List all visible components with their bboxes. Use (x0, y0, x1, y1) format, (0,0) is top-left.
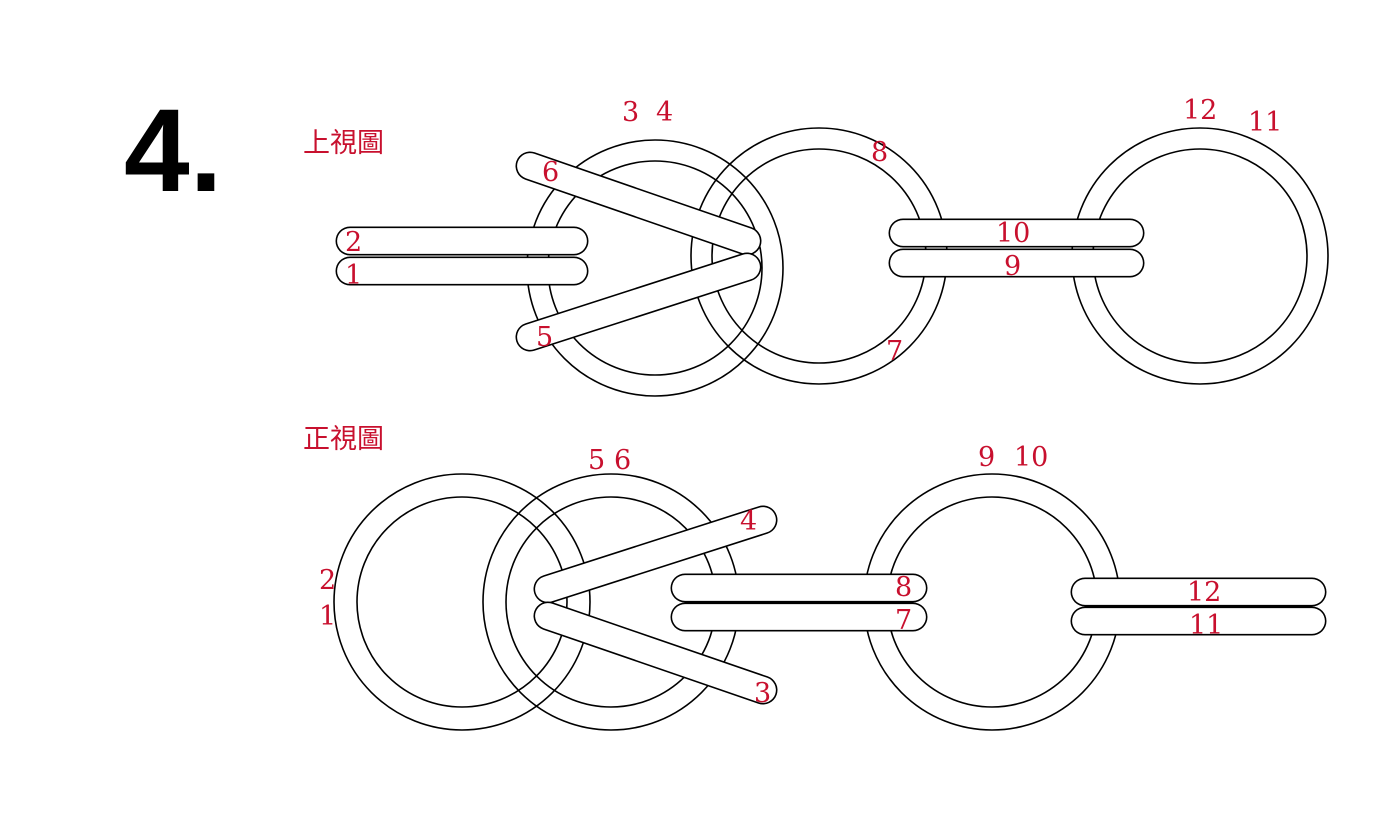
front-label-12: 12 (1187, 577, 1221, 608)
top-label-4: 4 (656, 97, 673, 128)
top-label-12: 12 (1183, 95, 1217, 126)
top-view-title: 上視圖 (303, 128, 384, 159)
top-bar-5 (515, 252, 762, 352)
front-bar-3-body (535, 603, 776, 703)
top-label-3: 3 (622, 97, 639, 128)
drawing-shapes (333, 127, 1329, 731)
front-label-6: 6 (614, 445, 631, 476)
top-label-9: 9 (1004, 251, 1021, 282)
step-number: 4. (124, 85, 223, 217)
front-ring-left-outer (333, 473, 591, 731)
top-label-6: 6 (542, 157, 559, 188)
top-label-2: 2 (345, 227, 362, 258)
top-label-11: 11 (1248, 107, 1282, 138)
front-label-4: 4 (740, 506, 757, 537)
front-label-1: 1 (319, 601, 336, 632)
front-label-11: 11 (1189, 610, 1223, 641)
top-bar-6 (515, 151, 762, 256)
front-label-7: 7 (895, 605, 912, 636)
top-label-7: 7 (886, 336, 903, 367)
front-label-10: 10 (1014, 442, 1048, 473)
front-label-5: 5 (588, 445, 605, 476)
top-label-8: 8 (871, 137, 888, 168)
top-bar-6-body (517, 153, 760, 254)
front-bar-4 (533, 505, 778, 604)
top-bar-5-body (517, 254, 760, 350)
front-label-9: 9 (978, 442, 995, 473)
front-label-3: 3 (754, 678, 771, 709)
front-bar-4-body (535, 507, 776, 602)
top-label-1: 1 (345, 260, 362, 291)
front-label-2: 2 (319, 565, 336, 596)
top-label-10: 10 (996, 218, 1030, 249)
front-ring-right-inner (886, 496, 1098, 708)
front-ring-left (333, 473, 591, 731)
front-label-8: 8 (895, 572, 912, 603)
front-ring-left-inner (356, 496, 568, 708)
top-label-5: 5 (536, 322, 553, 353)
front-bar-3 (533, 601, 778, 705)
front-view-title: 正視圖 (303, 424, 384, 455)
